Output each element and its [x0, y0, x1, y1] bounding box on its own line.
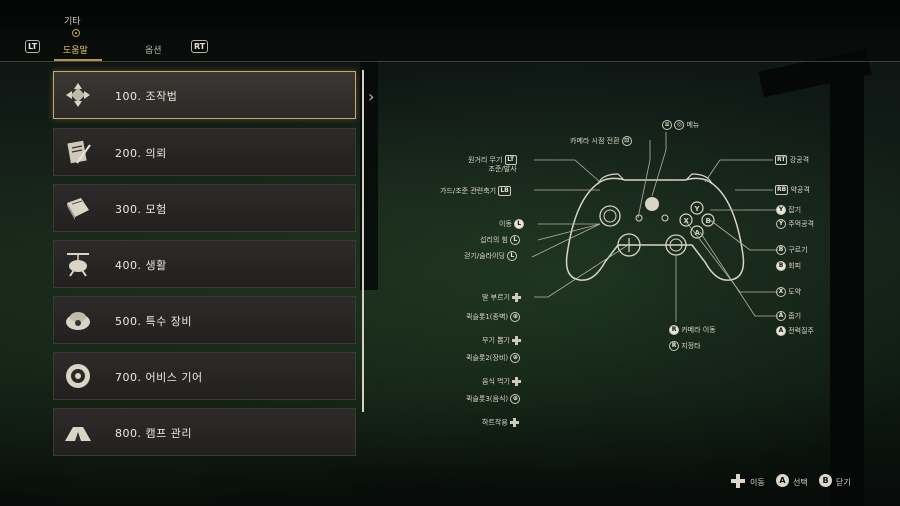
label-sprint: A 전력질주	[776, 326, 814, 336]
menu-item-life[interactable]: 400. 생활	[53, 240, 356, 288]
menu-item-label: 100. 조작법	[115, 90, 178, 103]
label-guard: 가드/조준 관련축기 LB	[440, 186, 511, 196]
dpad-icon	[512, 336, 522, 345]
dpad-circle-icon: ⊕	[510, 353, 521, 363]
menu-item-label: 500. 특수 장비	[115, 315, 192, 328]
menu-button	[661, 214, 669, 222]
top-band	[0, 0, 900, 62]
label-run: 걷기/슬라이딩 L	[464, 251, 518, 261]
dpad-circle-icon: ⊕	[510, 312, 521, 322]
label-weak-attack: RB 약공격	[775, 185, 810, 195]
book-icon	[67, 198, 89, 220]
view-icon: ≡	[662, 120, 672, 130]
label-move: 이동 L	[499, 219, 525, 229]
dpad-icon	[510, 418, 519, 427]
dpad	[617, 233, 641, 257]
label-call-horse: 말 부르기	[482, 293, 522, 303]
hint-move-label: 이동	[750, 478, 765, 487]
camp-tent-icon	[65, 427, 91, 441]
label-quickslot2: 퀵슬롯2(장비) ⊕	[466, 353, 521, 363]
label-grab: Y 잡기	[776, 205, 801, 215]
lt-button[interactable]: LT	[25, 40, 41, 53]
hint-close-label: 닫기	[836, 478, 851, 487]
label-weapon-draw: 무기 뽑기	[482, 336, 522, 346]
category-title: 기타	[64, 17, 81, 27]
chevron-right-icon[interactable]: ›	[368, 87, 375, 106]
label-food: 음식 먹기	[482, 377, 522, 387]
label-quickslot3: 퀵슬롯3(음식) ⊕	[466, 394, 521, 404]
menu-item-label: 300. 모험	[115, 203, 167, 216]
abyss-gear-icon	[66, 364, 90, 388]
menu-item-label: 200. 의뢰	[115, 147, 167, 160]
nav-divider	[0, 61, 900, 62]
svg-text:X: X	[684, 217, 690, 225]
label-quickslot1: 퀵슬롯1(종벽) ⊕	[466, 312, 521, 322]
menu-item-label: 400. 생활	[115, 259, 167, 272]
category-indicator-icon	[72, 29, 80, 37]
dpad-icon	[512, 377, 522, 386]
tab-help[interactable]: 도움말	[63, 46, 88, 56]
a-button	[690, 225, 704, 239]
b-button-hint[interactable]: B	[819, 474, 832, 487]
label-spirit: 섭리의 힘 L	[480, 235, 521, 245]
svg-text:A: A	[695, 229, 701, 237]
a-button-hint[interactable]: A	[776, 474, 789, 487]
y-button	[690, 201, 704, 215]
menu-scrollbar[interactable]	[362, 70, 364, 412]
tab-options[interactable]: 옵션	[145, 46, 162, 56]
special-gear-icon	[66, 312, 90, 330]
label-heart: 하트착용	[482, 418, 519, 428]
menu-item-quests[interactable]: 200. 의뢰	[53, 128, 356, 176]
label-strong-attack: RT 강공격	[775, 155, 810, 165]
scroll-quill-icon	[67, 140, 91, 164]
menu-item-controls[interactable]: 100. 조작법	[53, 71, 356, 119]
gamepad-arrows-icon	[66, 83, 90, 107]
svg-text:B: B	[706, 217, 711, 225]
label-camera-move: R 카메라 이동	[669, 325, 716, 335]
b-button	[701, 213, 715, 227]
hint-select-label: 선택	[793, 478, 808, 487]
label-lock-on: R 지정타	[669, 341, 701, 351]
cooking-pot-icon	[67, 253, 89, 277]
x-button	[679, 213, 693, 227]
menu-icon: ◎	[674, 120, 685, 130]
left-stick	[599, 205, 621, 227]
menu-item-adventure[interactable]: 300. 모험	[53, 184, 356, 232]
menu-item-label: 800. 캠프 관리	[115, 427, 192, 440]
active-tab-indicator	[54, 59, 102, 61]
menu-item-abyss-gear[interactable]: 700. 어비스 기어	[53, 352, 356, 400]
label-jump: X 도약	[776, 287, 801, 297]
view-button-icon: ⊡	[621, 136, 632, 146]
svg-text:Y: Y	[694, 205, 701, 213]
left-bumper-outline	[597, 173, 625, 185]
label-interact: A 줍기	[776, 311, 801, 321]
label-dodge: B 회피	[776, 261, 801, 271]
dpad-icon	[512, 293, 522, 302]
controller-outline	[565, 177, 745, 281]
xbox-button	[645, 197, 659, 211]
right-bumper-outline	[685, 173, 713, 185]
menu-item-label: 700. 어비스 기어	[115, 371, 203, 384]
rt-button[interactable]: RT	[191, 40, 209, 53]
label-punch: Y 주먹공격	[776, 219, 814, 229]
menu-item-camp[interactable]: 800. 캠프 관리	[53, 408, 356, 456]
label-roll: B 구르기	[776, 245, 808, 255]
dpad-hint-icon	[731, 474, 745, 488]
tree-trunk	[830, 60, 864, 506]
label-camera-switch: 카메라 시점 전환 ⊡	[570, 136, 632, 146]
menu-item-special-gear[interactable]: 500. 특수 장비	[53, 296, 356, 344]
label-menu: ≡ ◎ 메뉴	[662, 120, 699, 130]
tree-trunk	[360, 60, 378, 290]
dpad-circle-icon: ⊕	[510, 394, 521, 404]
